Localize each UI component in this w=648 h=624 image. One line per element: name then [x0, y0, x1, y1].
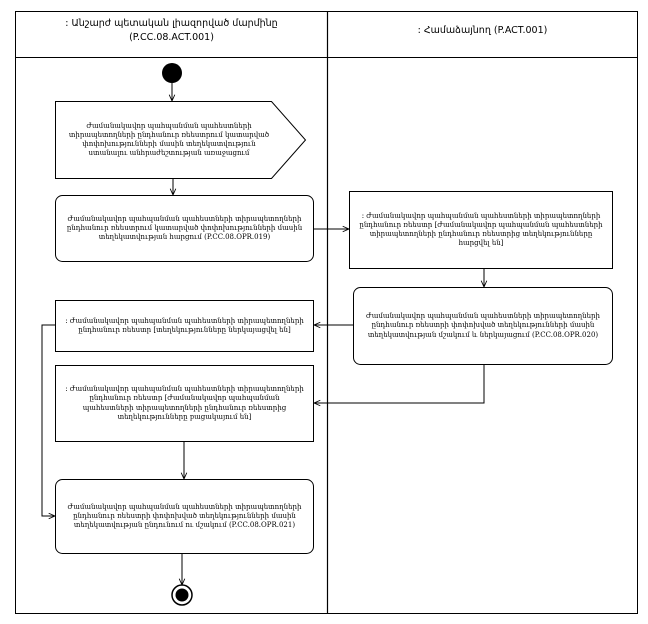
final-action-text: Ժամանակավոր պահպանման պահեստների տիրապետ… — [67, 502, 302, 530]
right-state-text: : Ժամանակավոր պահպանման պահեստների տիրապ… — [359, 211, 603, 248]
right-action-text: Ժամանակավոր պահպանման պահեստների տիրապետ… — [366, 312, 600, 339]
lane-title-right: : Համաձայնող (P.ACT.001) — [328, 24, 637, 38]
request-action-text: Ժամանակավոր պահպանման պահեստների տիրապետ… — [66, 214, 303, 242]
initial-node — [162, 63, 182, 83]
left-state2-text: : Ժամանակավոր պահպանման պահեստների տիրապ… — [65, 385, 304, 421]
lane-title-left: : Անշարժ պետական լիազորված մարմինը (P.CC… — [16, 17, 327, 45]
signal-send-text: Ժամանակավոր պահպանման պահեստների տիրապետ… — [68, 121, 270, 158]
left-state1-text: : Ժամանակավոր պահպանման պահեստների տիրապ… — [65, 316, 304, 334]
edge-right-action-to-left-state2 — [314, 365, 485, 403]
edge-left-state1-to-final-action — [41, 324, 55, 516]
lane-left-name: : Անշարժ պետական լիազորված մարմինը — [65, 18, 278, 29]
signal-send-node — [55, 101, 307, 179]
lane-right-name: : Համաձայնող (P.ACT.001) — [417, 25, 548, 36]
request-action — [55, 195, 314, 262]
swimlane-frame — [15, 11, 638, 614]
left-state2-node — [55, 365, 314, 442]
final-node-core — [175, 588, 189, 602]
lane-left-code: (P.CC.08.ACT.001) — [129, 32, 214, 43]
left-state1-node — [55, 300, 314, 352]
